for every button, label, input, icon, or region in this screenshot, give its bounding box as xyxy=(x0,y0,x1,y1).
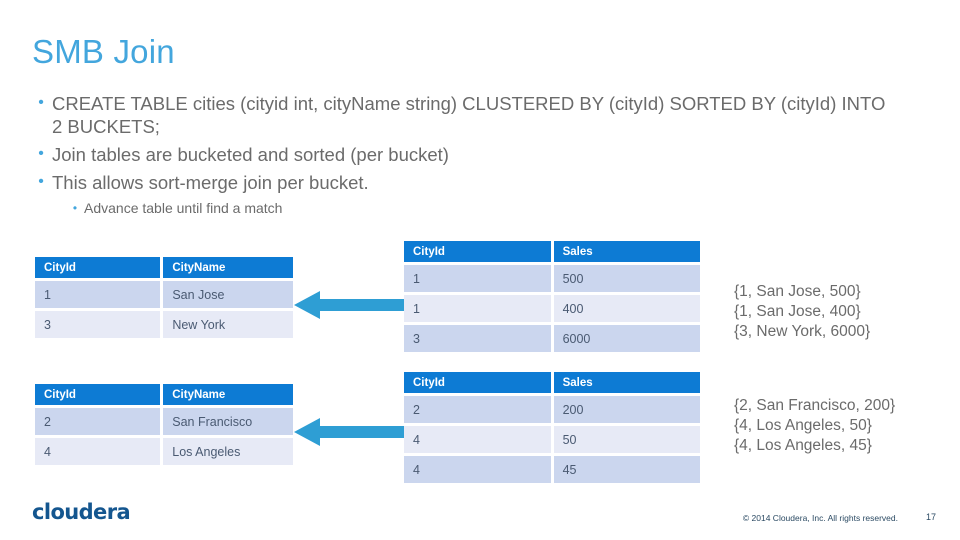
cell-sales: 400 xyxy=(553,292,700,322)
table-row: 3 6000 xyxy=(404,322,700,352)
sub-bullet-list: • Advance table until find a match xyxy=(66,199,900,218)
cell-cityid: 3 xyxy=(404,322,554,352)
cell-cityid: 4 xyxy=(404,453,554,483)
cell-cityname: San Francisco xyxy=(163,405,293,435)
bullet-marker-icon: • xyxy=(38,145,44,162)
result-line: {1, San Jose, 400} xyxy=(734,303,861,320)
table-header-row: CityId Sales xyxy=(404,241,700,262)
join-results-group-1: {1, San Jose, 500} {1, San Jose, 400} {3… xyxy=(734,282,870,342)
table-row: 1 500 xyxy=(404,262,700,292)
table-sales-bucket-1: CityId Sales 1 500 1 400 3 6000 xyxy=(404,241,700,352)
cell-cityid: 1 xyxy=(404,262,554,292)
copyright-notice: © 2014 Cloudera, Inc. All rights reserve… xyxy=(742,513,898,523)
cell-cityid: 1 xyxy=(404,292,554,322)
table-sales-bucket-2: CityId Sales 2 200 4 50 4 45 xyxy=(404,372,700,483)
cell-cityid: 2 xyxy=(35,405,164,435)
table-header-row: CityId CityName xyxy=(35,257,293,278)
column-header-cityname: CityName xyxy=(163,384,293,405)
cell-cityname: New York xyxy=(163,308,293,338)
sub-bullet-marker-icon: • xyxy=(72,201,78,215)
column-header-sales: Sales xyxy=(553,241,700,262)
cell-sales: 45 xyxy=(553,453,700,483)
result-line: {4, Los Angeles, 45} xyxy=(734,437,872,454)
table-header-row: CityId Sales xyxy=(404,372,700,393)
result-line: {3, New York, 6000} xyxy=(734,323,871,340)
cell-sales: 6000 xyxy=(553,322,700,352)
bullet-text-3: This allows sort-merge join per bucket. xyxy=(52,172,369,193)
table-row: 1 San Jose xyxy=(35,278,293,308)
column-header-cityid: CityId xyxy=(404,241,554,262)
left-arrow-icon-1 xyxy=(294,291,404,319)
bullet-text-1: CREATE TABLE cities (cityid int, cityNam… xyxy=(52,93,886,137)
column-header-cityid: CityId xyxy=(404,372,554,393)
bullet-text-2: Join tables are bucketed and sorted (per… xyxy=(52,144,449,165)
bullet-item-1: • CREATE TABLE cities (cityid int, cityN… xyxy=(30,92,900,138)
table-cities-bucket-2: CityId CityName 2 San Francisco 4 Los An… xyxy=(35,384,293,465)
cell-cityid: 2 xyxy=(404,393,554,423)
table-row: 4 Los Angeles xyxy=(35,435,293,465)
table-row: 4 50 xyxy=(404,423,700,453)
bullet-item-3: • This allows sort-merge join per bucket… xyxy=(30,171,900,194)
cloudera-logo: cloudera xyxy=(32,500,131,524)
cell-cityid: 1 xyxy=(35,278,164,308)
bullet-item-2: • Join tables are bucketed and sorted (p… xyxy=(30,143,900,166)
cell-sales: 500 xyxy=(553,262,700,292)
table-row: 2 200 xyxy=(404,393,700,423)
cell-cityname: Los Angeles xyxy=(163,435,293,465)
column-header-cityid: CityId xyxy=(35,384,164,405)
column-header-cityname: CityName xyxy=(163,257,293,278)
left-arrow-icon-2 xyxy=(294,418,404,446)
bullet-marker-icon: • xyxy=(38,94,44,111)
page-number: 17 xyxy=(925,512,936,522)
cell-cityid: 3 xyxy=(35,308,164,338)
cell-sales: 200 xyxy=(553,393,700,423)
table-row: 1 400 xyxy=(404,292,700,322)
column-header-cityid: CityId xyxy=(35,257,164,278)
table-header-row: CityId CityName xyxy=(35,384,293,405)
result-line: {2, San Francisco, 200} xyxy=(734,397,896,414)
bullet-marker-icon: • xyxy=(38,173,44,190)
table-row: 2 San Francisco xyxy=(35,405,293,435)
join-results-group-2: {2, San Francisco, 200} {4, Los Angeles,… xyxy=(734,396,895,456)
column-header-sales: Sales xyxy=(553,372,700,393)
sub-bullet-item-1: • Advance table until find a match xyxy=(66,199,900,218)
cell-cityid: 4 xyxy=(35,435,164,465)
table-cities-bucket-1: CityId CityName 1 San Jose 3 New York xyxy=(35,257,293,338)
sub-bullet-text-1: Advance table until find a match xyxy=(84,200,283,216)
result-line: {4, Los Angeles, 50} xyxy=(734,417,872,434)
table-row: 3 New York xyxy=(35,308,293,338)
table-row: 4 45 xyxy=(404,453,700,483)
page-title: SMB Join xyxy=(32,33,175,70)
cell-cityid: 4 xyxy=(404,423,554,453)
cell-sales: 50 xyxy=(553,423,700,453)
bullet-list: • CREATE TABLE cities (cityid int, cityN… xyxy=(30,92,900,218)
cell-cityname: San Jose xyxy=(163,278,293,308)
result-line: {1, San Jose, 500} xyxy=(734,283,861,300)
